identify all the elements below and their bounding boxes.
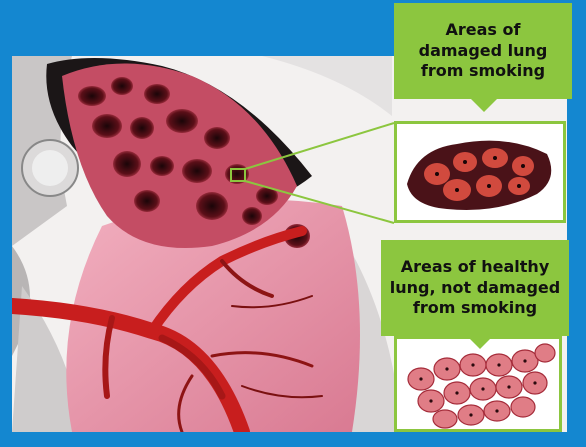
healthy-lung-closeup	[394, 336, 562, 432]
healthy-callout-pointer	[466, 335, 494, 349]
damaged-lung-callout: Areas of damaged lung from smoking	[394, 3, 572, 99]
healthy-lung-callout: Areas of healthy lung, not damaged from …	[381, 240, 569, 336]
damaged-lung-closeup	[394, 121, 566, 223]
damaged-callout-pointer	[470, 98, 498, 112]
